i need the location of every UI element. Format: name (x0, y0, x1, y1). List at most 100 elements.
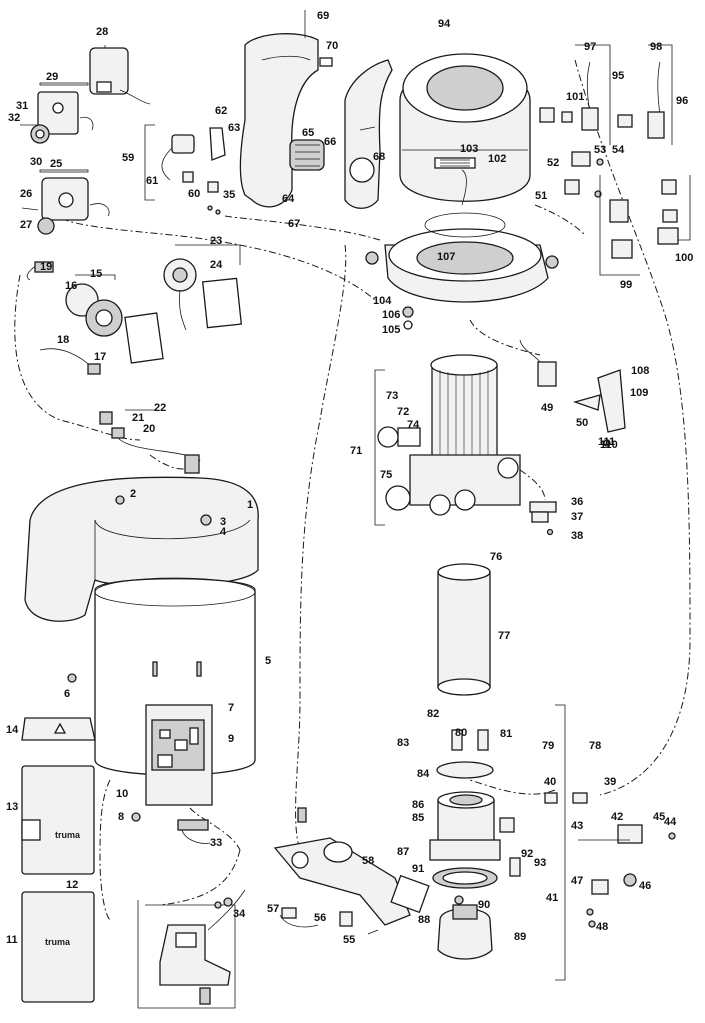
callout-label: 109 (630, 387, 649, 399)
callout-label: 49 (541, 402, 554, 414)
part-14-lid (21, 717, 96, 741)
part-29-control-panel (20, 82, 94, 144)
part-51-53-brackets (564, 151, 604, 198)
callout-label: 98 (650, 41, 663, 53)
callout-label: 52 (547, 157, 560, 169)
callout-label: 96 (676, 95, 689, 107)
callout-label: 4 (220, 526, 227, 538)
callout-label: 77 (498, 630, 511, 642)
part-68-back-plate (344, 59, 393, 209)
callout-label: 25 (50, 158, 63, 170)
callout-label: 33 (210, 837, 223, 849)
callout-label: 32 (8, 112, 21, 124)
part-22-cable (99, 409, 200, 474)
callout-label: 48 (596, 921, 609, 933)
callout-label: 7 (228, 702, 235, 714)
callout-label: 12 (66, 879, 79, 891)
callout-label: 93 (534, 857, 547, 869)
callout-label: 23 (210, 235, 223, 247)
callout-label: 84 (417, 768, 430, 780)
part-7-electronics (131, 704, 213, 822)
callout-label: 71 (350, 445, 363, 457)
callout-label: 105 (382, 324, 401, 336)
callout-label: 102 (488, 153, 507, 165)
callout-label: 31 (16, 100, 29, 112)
part-23-operating-unit (163, 244, 243, 331)
callout-label: 46 (639, 880, 652, 892)
part-13-cover: truma (21, 765, 95, 875)
callout-label: 99 (620, 279, 633, 291)
part-49-50-sensor (519, 339, 626, 447)
callout-label: 39 (604, 776, 617, 788)
callout-label: 74 (407, 419, 420, 431)
callout-label: 86 (412, 799, 425, 811)
callout-label: 28 (96, 26, 109, 38)
callout-label: 56 (314, 912, 327, 924)
callout-label: 63 (228, 122, 241, 134)
callout-label: 103 (460, 143, 479, 155)
part-28-transformer (89, 45, 151, 105)
callout-label: 64 (282, 193, 295, 205)
callout-label: 62 (215, 105, 228, 117)
part-15-operating-unit (26, 261, 164, 375)
callout-label: 30 (30, 156, 43, 168)
callout-label: 16 (65, 280, 78, 292)
callout-label: 11 (6, 934, 18, 946)
callout-label: 29 (46, 71, 59, 83)
callout-label: 83 (397, 737, 410, 749)
part-11-cover: truma (21, 891, 95, 1003)
callout-label: 37 (571, 511, 584, 523)
part-98-99-fittings (599, 175, 691, 276)
callout-label: 79 (542, 740, 555, 752)
callout-label: 106 (382, 309, 401, 321)
callout-label: 108 (631, 365, 650, 377)
part-58-air-duct (273, 807, 430, 935)
callout-label: 51 (535, 190, 548, 202)
callout-label: 13 (6, 801, 19, 813)
callout-label: 17 (94, 351, 107, 363)
part-67-fan-housing (239, 10, 333, 208)
callout-label: 66 (324, 136, 337, 148)
callout-label: 60 (188, 188, 201, 200)
callout-label: 2 (130, 488, 137, 500)
callout-label: 94 (438, 18, 451, 30)
callout-label: 22 (154, 402, 167, 414)
callout-label: 65 (302, 127, 315, 139)
callout-label: 82 (427, 708, 440, 720)
part-33-harness (177, 819, 211, 844)
callout-label: 90 (478, 899, 491, 911)
callout-label: 87 (397, 846, 410, 858)
callout-label: 40 (544, 776, 557, 788)
part-103-burner-base (365, 212, 559, 330)
callout-label: 44 (664, 816, 677, 828)
callout-label: 53 (594, 144, 607, 156)
callout-label: 73 (386, 390, 399, 402)
callout-label: 80 (455, 727, 468, 739)
callout-label: 10 (116, 788, 129, 800)
callout-label: 68 (373, 151, 386, 163)
part-94-heat-exchanger-cover (399, 53, 531, 206)
callout-label: 34 (233, 908, 246, 920)
callout-label: 15 (90, 268, 103, 280)
part-42-solenoid (544, 792, 676, 928)
wiring-routes (14, 59, 691, 921)
callout-label: 97 (584, 41, 597, 53)
callout-label: 69 (317, 10, 330, 22)
callout-label: 47 (571, 875, 584, 887)
callout-label: 27 (20, 219, 33, 231)
callout-label: 45 (653, 811, 666, 823)
callout-label: 38 (571, 530, 584, 542)
callout-label: 95 (612, 70, 625, 82)
callout-label: 35 (223, 189, 236, 201)
callout-label: 20 (143, 423, 156, 435)
part-1-cover (24, 476, 259, 622)
callout-label: 75 (380, 469, 393, 481)
truma-logo-13: truma (55, 830, 81, 840)
callout-label: 14 (6, 724, 19, 736)
callout-label: 41 (546, 892, 559, 904)
part-77-flame-tube (437, 563, 491, 696)
callout-label: 58 (362, 855, 375, 867)
callout-label: 54 (612, 144, 625, 156)
part-36-38-brackets (529, 501, 557, 536)
